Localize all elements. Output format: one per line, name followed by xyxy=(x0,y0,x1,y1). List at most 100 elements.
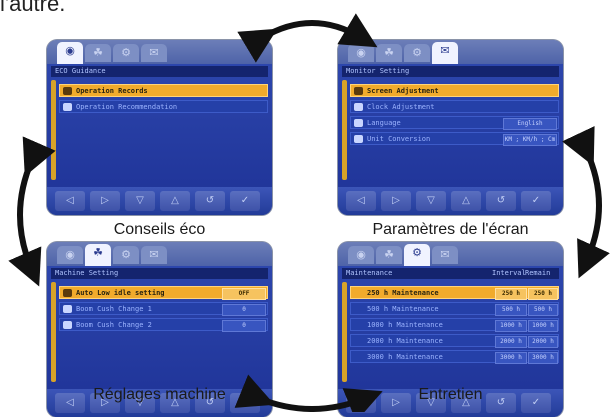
maintenance-row[interactable]: 3000 h Maintenance 3000 h 3000 h xyxy=(350,350,559,364)
menu-list: Operation Records Operation Recommendati… xyxy=(51,80,268,180)
down-button[interactable]: ▽ xyxy=(416,393,446,413)
up-button[interactable]: △ xyxy=(451,191,481,211)
maintenance-label: 1000 h Maintenance xyxy=(367,321,443,329)
back-button[interactable]: ↺ xyxy=(486,191,516,211)
tab-settings[interactable]: ✉ xyxy=(432,42,458,64)
menu-item-label: Screen Adjustment xyxy=(367,87,439,95)
right-button[interactable]: ▷ xyxy=(381,393,411,413)
scrollbar[interactable] xyxy=(51,80,56,180)
clock-icon xyxy=(354,103,363,111)
tab-eco[interactable]: ◉ xyxy=(57,42,83,64)
remain-value: 1000 h xyxy=(528,320,558,332)
down-button[interactable]: ▽ xyxy=(125,191,155,211)
confirm-button[interactable]: ✓ xyxy=(230,191,260,211)
column-remain: Remain xyxy=(525,269,551,277)
down-button[interactable]: ▽ xyxy=(416,191,446,211)
menu-item-label: Clock Adjustment xyxy=(367,103,435,111)
recommendation-icon xyxy=(63,103,72,111)
menu-item-language[interactable]: Language English xyxy=(350,116,559,130)
tab-maintenance[interactable]: ⚙ xyxy=(404,44,430,62)
tab-eco[interactable]: ◉ xyxy=(348,246,374,264)
menu-item-label: Unit Conversion xyxy=(367,135,431,143)
menu-item-unit-conversion[interactable]: Unit Conversion KM ; KM/h ; Cm xyxy=(350,132,559,146)
back-button[interactable]: ↺ xyxy=(486,393,516,413)
right-button[interactable]: ▷ xyxy=(381,191,411,211)
tab-maintenance[interactable]: ⚙ xyxy=(113,246,139,264)
language-value: English xyxy=(503,118,557,130)
up-button[interactable]: △ xyxy=(160,191,190,211)
boom-cush-2-value: 0 xyxy=(222,320,266,332)
tab-maintenance[interactable]: ⚙ xyxy=(113,44,139,62)
left-button[interactable]: ◁ xyxy=(55,393,85,413)
scrollbar[interactable] xyxy=(342,80,347,180)
scrollbar[interactable] xyxy=(342,282,347,382)
left-button[interactable]: ◁ xyxy=(55,191,85,211)
menu-item-label: Boom Cush Change 1 xyxy=(76,305,152,313)
interval-value: 500 h xyxy=(495,304,527,316)
back-button[interactable]: ↺ xyxy=(195,393,225,413)
tab-eco[interactable]: ◉ xyxy=(57,246,83,264)
menu-item-operation-recommendation[interactable]: Operation Recommendation xyxy=(59,100,268,113)
right-button[interactable]: ▷ xyxy=(90,393,120,413)
menu-list: Screen Adjustment Clock Adjustment Langu… xyxy=(342,80,559,180)
maintenance-label: 3000 h Maintenance xyxy=(367,353,443,361)
tab-machine[interactable]: ☘ xyxy=(376,246,402,264)
tab-machine[interactable]: ☘ xyxy=(85,44,111,62)
tab-bar: ◉ ☘ ⚙ ✉ xyxy=(47,242,272,266)
remain-value: 2000 h xyxy=(528,336,558,348)
menu-item-auto-low-idle[interactable]: Auto Low idle setting OFF xyxy=(59,286,268,300)
tab-settings[interactable]: ✉ xyxy=(432,246,458,264)
button-bar: ◁ ▷ ▽ △ ↺ ✓ xyxy=(47,187,272,215)
tab-settings[interactable]: ✉ xyxy=(141,44,167,62)
menu-item-operation-records[interactable]: Operation Records xyxy=(59,84,268,97)
menu-item-label: Boom Cush Change 2 xyxy=(76,321,152,329)
unit-value: KM ; KM/h ; Cm xyxy=(503,134,557,146)
menu-item-clock-adjustment[interactable]: Clock Adjustment xyxy=(350,100,559,113)
maintenance-row[interactable]: 500 h Maintenance 500 h 500 h xyxy=(350,302,559,316)
maintenance-row[interactable]: 1000 h Maintenance 1000 h 1000 h xyxy=(350,318,559,332)
language-icon xyxy=(354,119,363,127)
caption-eco-guidance: Conseils éco xyxy=(113,221,206,238)
tab-maintenance[interactable]: ⚙ xyxy=(404,244,430,266)
interval-value: 2000 h xyxy=(495,336,527,348)
auto-low-idle-value: OFF xyxy=(222,288,266,300)
screen-header: Monitor Setting xyxy=(342,66,559,77)
screen-header: Machine Setting xyxy=(51,268,268,279)
right-button[interactable]: ▷ xyxy=(90,191,120,211)
back-button[interactable]: ↺ xyxy=(195,191,225,211)
menu-item-label: Auto Low idle setting xyxy=(76,289,165,297)
records-icon xyxy=(63,87,72,95)
menu-item-boom-cush-1[interactable]: Boom Cush Change 1 0 xyxy=(59,302,268,316)
up-button[interactable]: △ xyxy=(451,393,481,413)
remain-value: 250 h xyxy=(528,288,558,300)
tab-machine[interactable]: ☘ xyxy=(376,44,402,62)
remain-value: 3000 h xyxy=(528,352,558,364)
maintenance-label: 2000 h Maintenance xyxy=(367,337,443,345)
menu-list: Auto Low idle setting OFF Boom Cush Chan… xyxy=(51,282,268,382)
panel-monitor-setting: ◉ ☘ ⚙ ✉ Monitor Setting Screen Adjustmen… xyxy=(338,40,563,215)
maintenance-row[interactable]: 250 h Maintenance 250 h 250 h xyxy=(350,286,559,300)
confirm-button[interactable]: ✓ xyxy=(521,191,551,211)
panel-eco-guidance: ◉ ☘ ⚙ ✉ ECO Guidance Operation Records O… xyxy=(47,40,272,215)
tab-settings[interactable]: ✉ xyxy=(141,246,167,264)
scrollbar[interactable] xyxy=(51,282,56,382)
confirm-button[interactable]: ✓ xyxy=(521,393,551,413)
unit-icon xyxy=(354,135,363,143)
up-button[interactable]: △ xyxy=(160,393,190,413)
menu-item-screen-adjustment[interactable]: Screen Adjustment xyxy=(350,84,559,97)
tab-machine[interactable]: ☘ xyxy=(85,244,111,266)
down-button[interactable]: ▽ xyxy=(125,393,155,413)
maintenance-row[interactable]: 2000 h Maintenance 2000 h 2000 h xyxy=(350,334,559,348)
monitor-screen: ◉ ☘ ⚙ ✉ ECO Guidance Operation Records O… xyxy=(47,40,272,215)
menu-item-boom-cush-2[interactable]: Boom Cush Change 2 0 xyxy=(59,318,268,332)
boom-icon xyxy=(63,321,72,329)
arrow-bottom xyxy=(234,374,383,412)
boom-icon xyxy=(63,305,72,313)
arrow-right xyxy=(562,126,610,279)
tab-bar: ◉ ☘ ⚙ ✉ xyxy=(47,40,272,64)
left-button[interactable]: ◁ xyxy=(346,191,376,211)
menu-item-label: Language xyxy=(367,119,401,127)
monitor-screen: ◉ ☘ ⚙ ✉ Monitor Setting Screen Adjustmen… xyxy=(338,40,563,215)
menu-item-label: Operation Recommendation xyxy=(76,103,178,111)
